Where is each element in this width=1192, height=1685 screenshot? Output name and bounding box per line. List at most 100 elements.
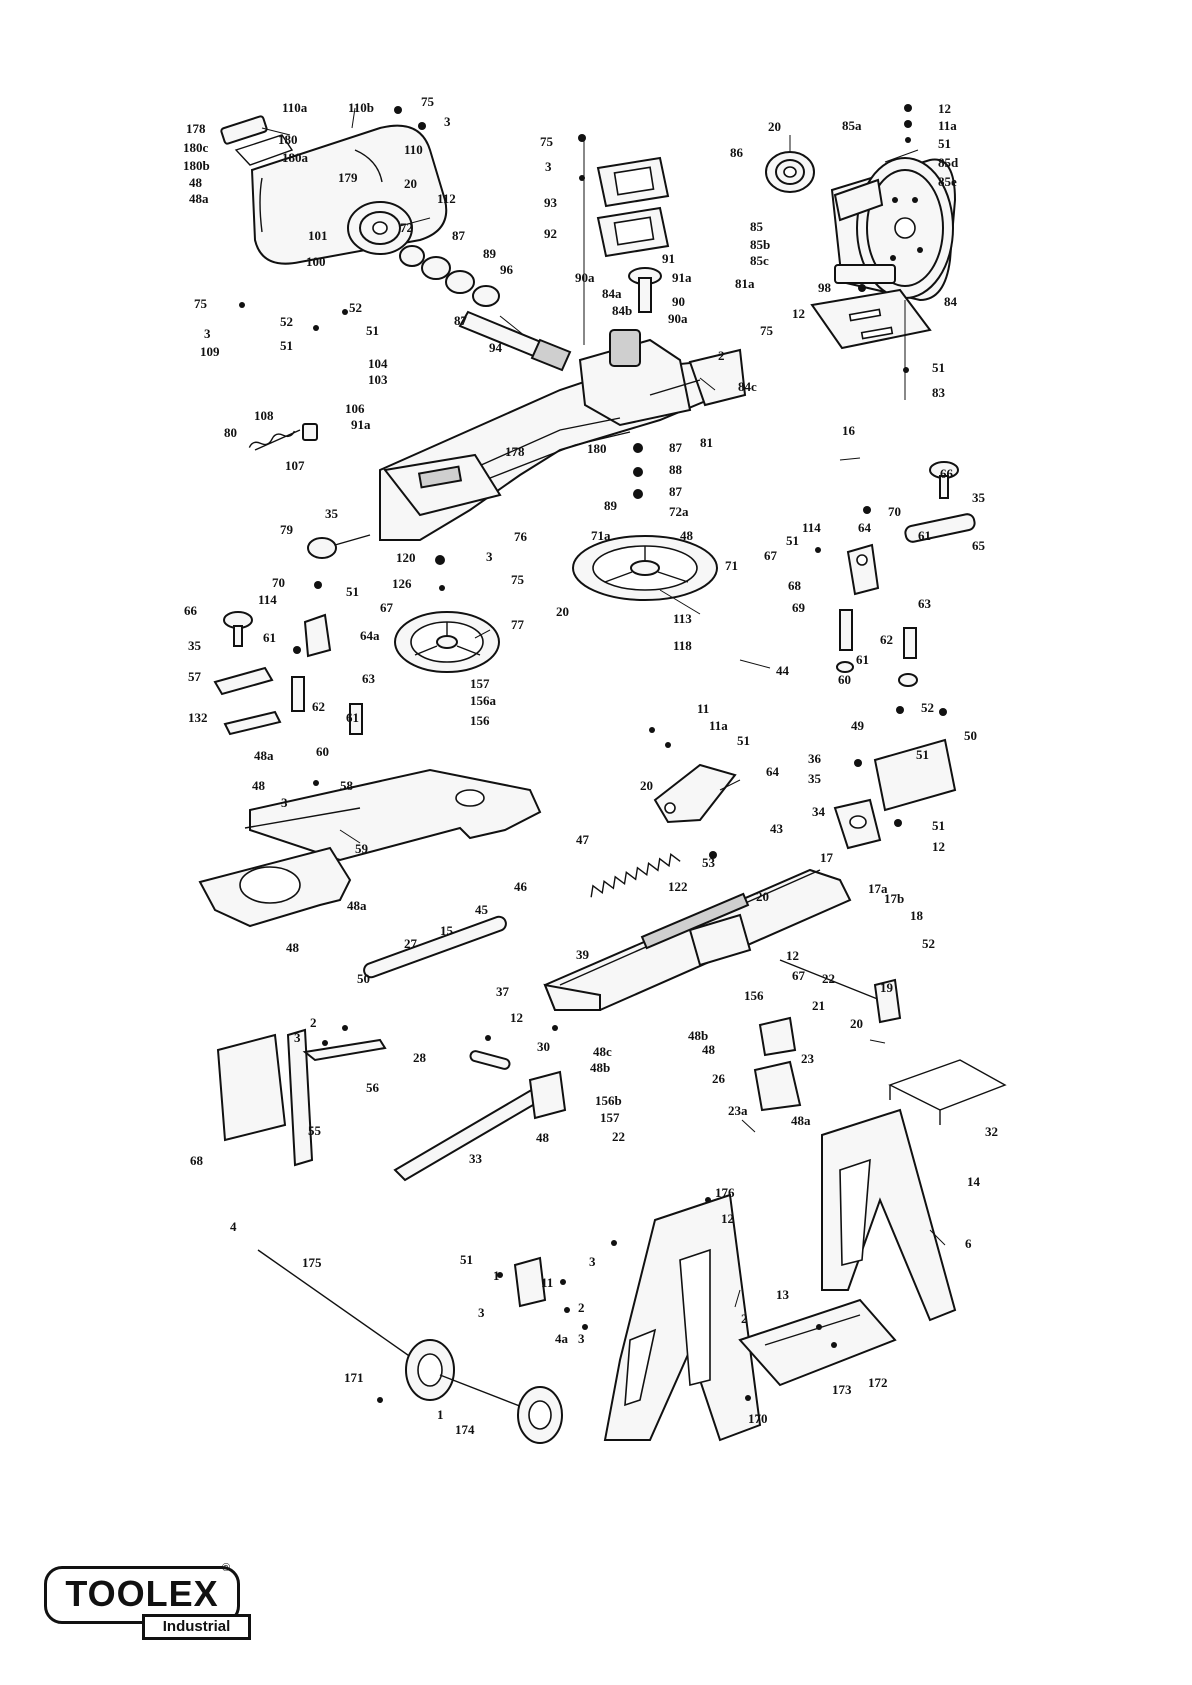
vise-bed-37	[543, 868, 852, 1011]
part-label: 88	[669, 462, 683, 477]
part-label: 110a	[282, 100, 308, 115]
part-label: 21	[812, 998, 825, 1013]
part-label: 178	[186, 121, 206, 136]
part-label: 20	[640, 778, 653, 793]
part-label: 30	[537, 1039, 550, 1054]
part-label: 81a	[735, 276, 755, 291]
part-label: 65	[972, 538, 986, 553]
part-label: 178	[505, 444, 525, 459]
part-label: 11a	[709, 718, 728, 733]
part-label: 85c	[750, 253, 769, 268]
pivot-arm-64	[653, 763, 737, 824]
part-label: 87	[452, 228, 466, 243]
stop-rod-32	[393, 1070, 567, 1182]
part-label: 51	[280, 338, 293, 353]
part-label: 85	[750, 219, 764, 234]
part-label: 35	[188, 638, 202, 653]
gearbox-cover-gaskets	[583, 140, 670, 345]
part-label: 20	[556, 604, 569, 619]
part-label: 12	[792, 306, 805, 321]
part-label: 61	[263, 630, 276, 645]
part-label: 48	[680, 528, 694, 543]
part-label: 23	[801, 1051, 815, 1066]
part-label: 108	[254, 408, 274, 423]
part-label: 26	[712, 1071, 726, 1086]
part-label: 90a	[575, 270, 595, 285]
part-label: 20	[850, 1016, 863, 1031]
part-label: 64a	[360, 628, 380, 643]
part-label: 101	[308, 228, 328, 243]
part-label: 84c	[738, 379, 757, 394]
part-label: 16	[842, 423, 856, 438]
part-label: 66	[940, 466, 954, 481]
toolex-logo: TOOLEX ® Industrial	[44, 1562, 251, 1640]
part-label: 48	[536, 1130, 550, 1145]
part-label: 2	[741, 1311, 748, 1326]
part-label: 48c	[593, 1044, 612, 1059]
part-label: 120	[396, 550, 416, 565]
part-label: 91a	[672, 270, 692, 285]
part-label: 75	[540, 134, 554, 149]
part-label: 75	[194, 296, 208, 311]
part-label: 156a	[470, 693, 497, 708]
part-label: 85e	[938, 174, 957, 189]
part-label: 33	[469, 1151, 483, 1166]
part-label: 84	[944, 294, 958, 309]
part-label: 22	[612, 1129, 625, 1144]
part-label: 20	[756, 889, 769, 904]
part-label: 77	[511, 617, 525, 632]
part-label: 12	[510, 1010, 523, 1025]
handwheel-71	[572, 535, 718, 601]
part-label: 3	[545, 159, 552, 174]
part-label: 75	[760, 323, 774, 338]
part-label: 17b	[884, 891, 904, 906]
part-label: 39	[576, 947, 590, 962]
part-label: 180	[587, 441, 607, 456]
part-label: 85d	[938, 155, 959, 170]
part-label: 48a	[254, 748, 274, 763]
part-label: 172	[868, 1375, 888, 1390]
part-label: 66	[184, 603, 198, 618]
part-label: 180	[278, 132, 298, 147]
part-label: 12	[938, 101, 951, 116]
leader-lines	[261, 107, 946, 1308]
part-label: 3	[294, 1030, 301, 1045]
stand-leg-4	[821, 1108, 957, 1322]
part-label: 67	[792, 968, 806, 983]
part-label: 3	[444, 114, 451, 129]
part-label: 52	[280, 314, 293, 329]
part-label: 3	[478, 1305, 485, 1320]
stand-leg-13	[603, 1193, 762, 1442]
part-label: 106	[345, 401, 365, 416]
part-label: 83	[932, 385, 946, 400]
part-label: 92	[544, 226, 557, 241]
part-label: 51	[938, 136, 951, 151]
part-label: 3	[281, 795, 288, 810]
part-label: 62	[312, 699, 325, 714]
gear-knob-91	[628, 267, 662, 313]
blade-guard-55	[216, 1028, 387, 1167]
blade-guide-rod-108	[248, 423, 318, 451]
part-label: 110b	[348, 100, 374, 115]
part-label: 157	[600, 1110, 620, 1125]
part-label: 75	[421, 94, 435, 109]
part-label: 68	[190, 1153, 204, 1168]
part-label: 86	[730, 145, 744, 160]
part-label: 36	[808, 751, 822, 766]
part-label: 63	[362, 671, 376, 686]
part-label: 48a	[791, 1113, 811, 1128]
logo-subtitle: Industrial	[142, 1614, 251, 1640]
part-label: 20	[768, 119, 781, 134]
part-label: 72	[400, 220, 413, 235]
part-label: 27	[404, 936, 418, 951]
part-label: 3	[204, 326, 211, 341]
stop-plate-49	[873, 738, 957, 812]
part-label: 12	[721, 1211, 734, 1226]
part-label: 156	[470, 713, 490, 728]
guide-arm-right	[836, 513, 976, 687]
part-label: 156	[744, 988, 764, 1003]
part-label: 58	[340, 778, 354, 793]
stand-base-170	[738, 1298, 897, 1387]
part-label: 170	[748, 1411, 768, 1426]
part-label: 48b	[688, 1028, 708, 1043]
